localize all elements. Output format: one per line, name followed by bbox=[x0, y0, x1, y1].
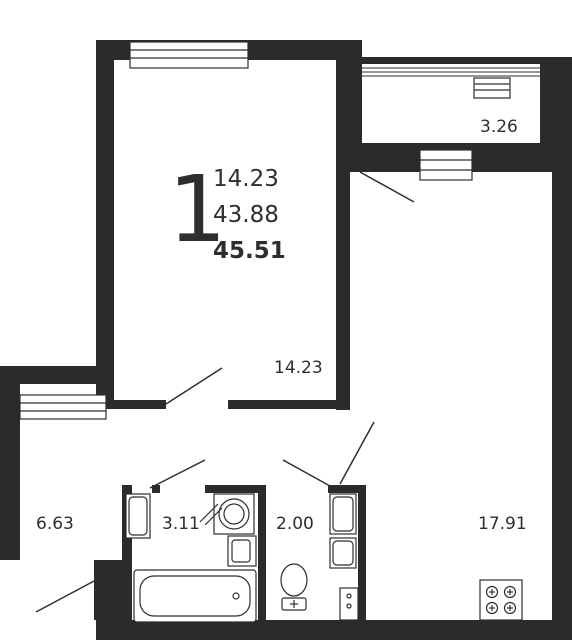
water-boiler-icon bbox=[199, 493, 255, 535]
balcony-frame bbox=[360, 67, 540, 77]
room-label-bedroom: 14.23 bbox=[274, 358, 323, 378]
walls bbox=[0, 40, 572, 640]
apartment-summary: 1 14.23 43.88 45.51 bbox=[168, 160, 318, 270]
door-swing-icon bbox=[35, 171, 415, 613]
window-icon bbox=[19, 394, 107, 420]
kitchen-counter-icon bbox=[339, 587, 359, 621]
window-icon bbox=[419, 149, 473, 181]
window-icon bbox=[473, 77, 511, 99]
window-icon bbox=[129, 41, 249, 69]
sink-icon bbox=[227, 535, 257, 567]
room-label-bathroom: 3.11 bbox=[162, 514, 200, 534]
room-label-hallway: 6.63 bbox=[36, 514, 74, 534]
room-count: 1 bbox=[168, 156, 227, 263]
washing-machine-icon bbox=[329, 493, 357, 569]
total-area: 43.88 bbox=[213, 202, 279, 228]
living-area: 14.23 bbox=[213, 166, 279, 192]
room-label-toilet: 2.00 bbox=[276, 514, 314, 534]
toilet-icon bbox=[280, 563, 308, 611]
bathtub-icon bbox=[133, 569, 257, 623]
washing-machine-icon bbox=[125, 493, 151, 539]
total-area-with-balcony: 45.51 bbox=[213, 238, 286, 264]
room-label-balcony: 3.26 bbox=[480, 117, 518, 137]
room-label-kitchen: 17.91 bbox=[478, 514, 527, 534]
stove-icon bbox=[479, 579, 523, 621]
